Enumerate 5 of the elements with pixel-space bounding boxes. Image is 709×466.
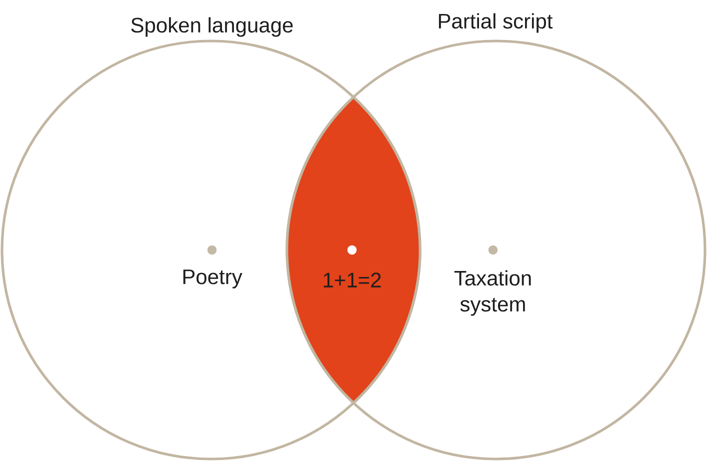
lens-region: 1+1=2 <box>286 96 422 404</box>
circle-title: Partial script <box>438 13 553 33</box>
circle-title: Spoken language <box>131 17 293 37</box>
point-label: Taxation system <box>454 270 531 316</box>
point-label: Poetry <box>183 270 242 288</box>
